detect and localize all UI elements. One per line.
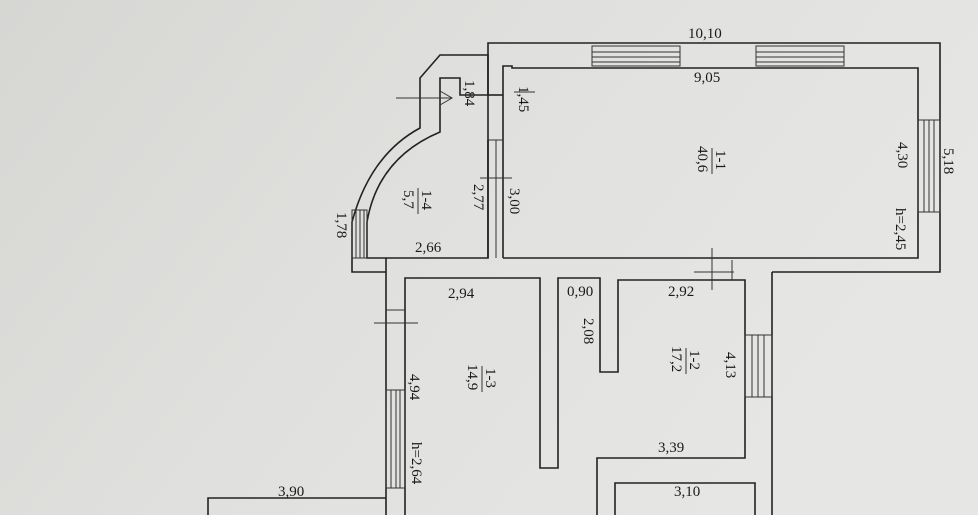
dim-room-1-3-width: 2,94 xyxy=(448,286,475,302)
room-1-2-id: 1-2 xyxy=(686,350,702,370)
room-1-3-label: 1-3 14,9 xyxy=(464,364,498,392)
dim-1-84: 1,84 xyxy=(461,80,477,107)
room-1-4-label: 1-4 5,7 xyxy=(400,188,434,214)
room-1-3-id: 1-3 xyxy=(482,368,498,388)
room-1-1-label: 1-1 40,6 xyxy=(694,146,728,174)
room-1-4-id: 1-4 xyxy=(418,190,434,210)
room-1-1-area: 40,6 xyxy=(694,146,710,173)
dim-3-00: 3,00 xyxy=(506,188,522,214)
room-1-3-height: h=2,64 xyxy=(408,442,424,485)
room-1-2-area: 17,2 xyxy=(668,346,684,372)
room-1-1-height: h=2,45 xyxy=(892,208,908,250)
room-1-4-walls xyxy=(351,54,535,273)
dim-bottom-left: 3,90 xyxy=(278,484,304,500)
dim-room-1-3-depth: 4,94 xyxy=(406,374,422,401)
room-1-2-label: 1-2 17,2 xyxy=(668,346,702,374)
dim-2-77: 2,77 xyxy=(470,184,486,211)
dim-0-90: 0,90 xyxy=(567,284,593,300)
room-1-3-walls xyxy=(207,248,773,515)
dim-1-78: 1,78 xyxy=(333,212,349,238)
room-1-1-id: 1-1 xyxy=(712,150,728,170)
dim-bottom-room: 3,10 xyxy=(674,484,700,500)
dim-2-08: 2,08 xyxy=(580,318,596,344)
dim-outer-right: 5,18 xyxy=(940,148,956,174)
dim-total-width: 10,10 xyxy=(688,26,722,42)
dim-1-45: 1,45 xyxy=(515,86,531,112)
room-1-1-walls xyxy=(487,42,941,273)
dim-2-92: 2,92 xyxy=(668,284,694,300)
dim-4-13: 4,13 xyxy=(722,352,738,378)
room-1-4-area: 5,7 xyxy=(400,190,416,209)
dim-3-39: 3,39 xyxy=(658,440,684,456)
dim-room-1-1-width: 9,05 xyxy=(694,70,720,86)
dim-room-1-1-depth: 4,30 xyxy=(894,142,910,168)
room-1-3-area: 14,9 xyxy=(464,364,480,390)
dim-2-66: 2,66 xyxy=(415,240,442,256)
